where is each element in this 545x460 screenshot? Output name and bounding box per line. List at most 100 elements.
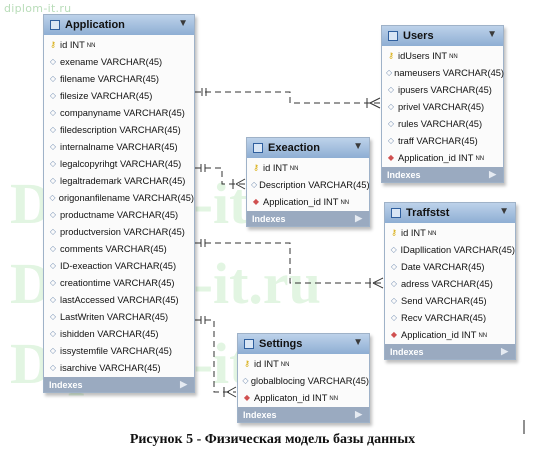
indexes-label: Indexes bbox=[387, 169, 421, 180]
table-column[interactable]: ◇creationtime VARCHAR(45) bbox=[44, 274, 194, 291]
not-null-badge: NN bbox=[478, 332, 488, 339]
indexes-bar[interactable]: Indexes ▶ bbox=[238, 407, 369, 422]
not-null-badge: NN bbox=[86, 42, 96, 49]
indexes-label: Indexes bbox=[390, 346, 424, 357]
table-column[interactable]: ◇adress VARCHAR(45) bbox=[385, 275, 515, 292]
column-icon: ◇ bbox=[387, 85, 395, 94]
collapse-arrow-icon[interactable]: ▼ bbox=[499, 206, 509, 217]
table-column[interactable]: ◇exename VARCHAR(45) bbox=[44, 53, 194, 70]
expand-arrow-icon[interactable]: ▶ bbox=[180, 379, 187, 389]
table-column[interactable]: ◇LastWriten VARCHAR(45) bbox=[44, 308, 194, 325]
foreign-key-icon: ◆ bbox=[243, 393, 251, 402]
table-column[interactable]: ◇Recv VARCHAR(45) bbox=[385, 309, 515, 326]
watermark-site-label: diplom-it.ru bbox=[4, 2, 72, 15]
foreign-key-icon: ◆ bbox=[390, 330, 398, 339]
not-null-badge: NN bbox=[340, 199, 350, 206]
collapse-arrow-icon[interactable]: ▼ bbox=[487, 29, 497, 40]
collapse-arrow-icon[interactable]: ▼ bbox=[178, 18, 188, 29]
table-column[interactable]: ◇lastAccessed VARCHAR(45) bbox=[44, 291, 194, 308]
table-column[interactable]: ◇filedescription VARCHAR(45) bbox=[44, 121, 194, 138]
table-column[interactable]: ◇nameusers VARCHAR(45) bbox=[382, 64, 504, 81]
foreign-key-icon: ◆ bbox=[387, 153, 395, 162]
column-label: companyname VARCHAR(45) bbox=[60, 107, 185, 118]
indexes-bar[interactable]: Indexes ▶ bbox=[247, 211, 369, 226]
table-header[interactable]: Traffstst ▼ bbox=[385, 203, 515, 223]
table-column[interactable]: ◇productname VARCHAR(45) bbox=[44, 206, 194, 223]
table-column[interactable]: ◇legaltrademark VARCHAR(45) bbox=[44, 172, 194, 189]
table-column[interactable]: ◇IDapllication VARCHAR(45) bbox=[385, 241, 515, 258]
table-column[interactable]: ◇privel VARCHAR(45) bbox=[382, 98, 503, 115]
expand-arrow-icon[interactable]: ▶ bbox=[489, 169, 496, 179]
table-icon bbox=[253, 143, 263, 153]
indexes-bar[interactable]: Indexes ▶ bbox=[382, 167, 503, 182]
indexes-bar[interactable]: Indexes ▶ bbox=[44, 377, 194, 392]
table-column[interactable]: ◇companyname VARCHAR(45) bbox=[44, 104, 194, 121]
table-exeaction[interactable]: Exeaction ▼ ⚷ id INT NN ◇Description VARCHA… bbox=[246, 137, 370, 227]
table-column[interactable]: ◇Send VARCHAR(45) bbox=[385, 292, 515, 309]
primary-key-icon: ⚷ bbox=[388, 51, 394, 60]
table-column[interactable]: ◇legalcopyrihgt VARCHAR(45) bbox=[44, 155, 194, 172]
table-column[interactable]: ◇productversion VARCHAR(45) bbox=[44, 223, 194, 240]
relation-application-traffstst bbox=[195, 242, 383, 284]
table-column[interactable]: ◇isarchive VARCHAR(45) bbox=[44, 359, 194, 376]
table-column[interactable]: ◇Description VARCHAR(45) bbox=[247, 176, 370, 193]
primary-key-icon: ⚷ bbox=[253, 163, 259, 172]
column-label: issystemfile VARCHAR(45) bbox=[60, 345, 172, 356]
column-icon: ◇ bbox=[242, 376, 249, 385]
column-label: id INT bbox=[263, 162, 288, 173]
column-label: Recv VARCHAR(45) bbox=[401, 312, 487, 323]
column-icon: ◇ bbox=[49, 108, 57, 117]
table-column[interactable]: ◇internalname VARCHAR(45) bbox=[44, 138, 194, 155]
not-null-badge: NN bbox=[427, 230, 437, 237]
table-column[interactable]: ◇traff VARCHAR(45) bbox=[382, 132, 503, 149]
relation-many-marker bbox=[366, 97, 381, 109]
column-icon: ◇ bbox=[49, 91, 57, 100]
column-icon: ◇ bbox=[390, 313, 398, 322]
collapse-arrow-icon[interactable]: ▼ bbox=[353, 141, 363, 152]
column-icon: ◇ bbox=[49, 278, 57, 287]
column-icon: ◇ bbox=[390, 279, 398, 288]
table-column[interactable]: ◇comments VARCHAR(45) bbox=[44, 240, 194, 257]
table-title: Settings bbox=[259, 338, 303, 350]
table-column[interactable]: ◇ID-exeaction VARCHAR(45) bbox=[44, 257, 194, 274]
table-column[interactable]: ◇globalblocing VARCHAR(45) bbox=[238, 372, 369, 389]
table-icon bbox=[50, 20, 60, 30]
indexes-bar[interactable]: Indexes ▶ bbox=[385, 344, 515, 359]
expand-arrow-icon[interactable]: ▶ bbox=[501, 346, 508, 356]
table-header[interactable]: Users ▼ bbox=[382, 26, 503, 46]
column-label: globalblocing VARCHAR(45) bbox=[250, 375, 369, 386]
table-column[interactable]: ◇origonanfilename VARCHAR(45) bbox=[44, 189, 194, 206]
table-header[interactable]: Settings ▼ bbox=[238, 334, 369, 354]
table-column[interactable]: ◇filesize VARCHAR(45) bbox=[44, 87, 194, 104]
table-column[interactable]: ◇issystemfile VARCHAR(45) bbox=[44, 342, 194, 359]
table-title: Exeaction bbox=[268, 142, 320, 154]
collapse-arrow-icon[interactable]: ▼ bbox=[353, 337, 363, 348]
column-label: productversion VARCHAR(45) bbox=[60, 226, 185, 237]
indexes-label: Indexes bbox=[49, 379, 83, 390]
expand-arrow-icon[interactable]: ▶ bbox=[355, 409, 362, 419]
table-column[interactable]: ◇ipusers VARCHAR(45) bbox=[382, 81, 503, 98]
table-column[interactable]: ◇Date VARCHAR(45) bbox=[385, 258, 515, 275]
table-column[interactable]: ◇filename VARCHAR(45) bbox=[44, 70, 194, 87]
column-icon: ◇ bbox=[251, 180, 258, 189]
table-column[interactable]: ◇ishidden VARCHAR(45) bbox=[44, 325, 194, 342]
table-header[interactable]: Application ▼ bbox=[44, 15, 194, 35]
table-header[interactable]: Exeaction ▼ bbox=[247, 138, 369, 158]
expand-arrow-icon[interactable]: ▶ bbox=[355, 213, 362, 223]
table-icon bbox=[388, 31, 398, 41]
table-column[interactable]: ◇rules VARCHAR(45) bbox=[382, 115, 503, 132]
indexes-label: Indexes bbox=[243, 409, 277, 420]
